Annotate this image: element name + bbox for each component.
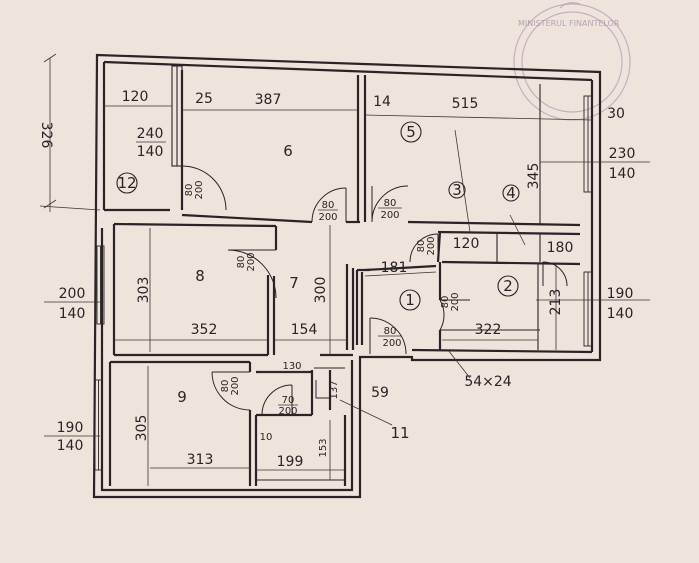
room-label-12: 12 (117, 174, 136, 192)
dim-140-b: 140 (609, 166, 636, 182)
dim-387: 387 (255, 92, 282, 108)
dim-140-e: 140 (57, 438, 84, 454)
room-circles (116, 121, 520, 311)
dim-153: 153 (318, 438, 329, 457)
dim-25: 25 (195, 91, 213, 107)
room-label-4: 4 (506, 184, 516, 202)
dim-230: 230 (609, 146, 636, 162)
door-r8-height: 200 (246, 252, 257, 271)
dim-213: 213 (548, 289, 564, 316)
dim-326: 326 (38, 122, 54, 149)
door-r10-height: 200 (278, 406, 297, 417)
room-label-6: 6 (283, 142, 293, 160)
dim-240: 240 (137, 126, 164, 142)
dim-515: 515 (452, 96, 479, 112)
door-r9-width: 80 (220, 380, 231, 393)
dim-59: 59 (371, 385, 389, 401)
dim-140-a: 140 (137, 144, 164, 160)
windows (94, 95, 593, 471)
dim-300: 300 (313, 277, 329, 304)
door-r2-height: 200 (450, 292, 461, 311)
dim-54x24: 54×24 (464, 374, 511, 390)
dim-190-a: 190 (607, 286, 634, 302)
door-labels: 80 200 80 200 80 200 80 200 80 200 80 20… (184, 180, 461, 417)
dim-200: 200 (59, 286, 86, 302)
room-label-9: 9 (177, 388, 187, 406)
dim-14: 14 (373, 94, 391, 110)
door-r3-height: 200 (426, 236, 437, 255)
dim-10: 10 (260, 432, 273, 443)
dim-313: 313 (187, 452, 214, 468)
door-c6-height: 200 (318, 212, 337, 223)
dim-305: 305 (134, 415, 150, 442)
door-c6-width: 80 (322, 200, 335, 211)
door-r3-width: 80 (416, 240, 427, 253)
dim-180: 180 (547, 240, 574, 256)
door-c5-height: 200 (380, 210, 399, 221)
dim-345: 345 (526, 163, 542, 190)
door-r9-height: 200 (230, 376, 241, 395)
interior-walls (104, 65, 593, 486)
dim-120: 120 (122, 89, 149, 105)
door-arcs (181, 165, 568, 416)
room-numbers: 12 6 5 3 4 8 7 1 2 9 11 (117, 123, 515, 442)
dim-199: 199 (277, 454, 304, 470)
dim-352: 352 (191, 322, 218, 338)
door-c5-width: 80 (384, 198, 397, 209)
door-entrance-width: 80 (384, 326, 397, 337)
dim-303: 303 (136, 277, 152, 304)
dim-120-b: 120 (453, 236, 480, 252)
door-r8-width: 80 (236, 256, 247, 269)
room-label-2: 2 (503, 277, 513, 295)
dim-137: 137 (329, 380, 340, 399)
room-label-3: 3 (452, 181, 462, 199)
door-r6-width: 80 (184, 184, 195, 197)
door-r2-width: 80 (440, 296, 451, 309)
dim-322: 322 (475, 322, 502, 338)
room-label-7: 7 (289, 274, 299, 292)
stamp-seal: MINISTERUL FINANTELOR (513, 2, 631, 121)
dim-140-c: 140 (59, 306, 86, 322)
dimension-lines (39, 53, 650, 486)
svg-text:MINISTERUL FINANTELOR: MINISTERUL FINANTELOR (518, 19, 620, 28)
door-r6-height: 200 (194, 180, 205, 199)
door-r10-width: 70 (282, 395, 295, 406)
dim-130: 130 (282, 361, 301, 372)
room-label-11: 11 (390, 424, 409, 442)
dim-30: 30 (607, 106, 625, 122)
dim-190-b: 190 (57, 420, 84, 436)
door-entrance-height: 200 (382, 338, 401, 349)
room-label-5: 5 (406, 123, 416, 141)
dim-181: 181 (381, 260, 408, 276)
dim-140-d: 140 (607, 306, 634, 322)
dim-154: 154 (291, 322, 318, 338)
dimension-labels: 326 120 25 387 14 515 30 240 140 345 230… (38, 89, 635, 470)
room-label-8: 8 (195, 267, 205, 285)
room-label-1: 1 (405, 291, 415, 309)
